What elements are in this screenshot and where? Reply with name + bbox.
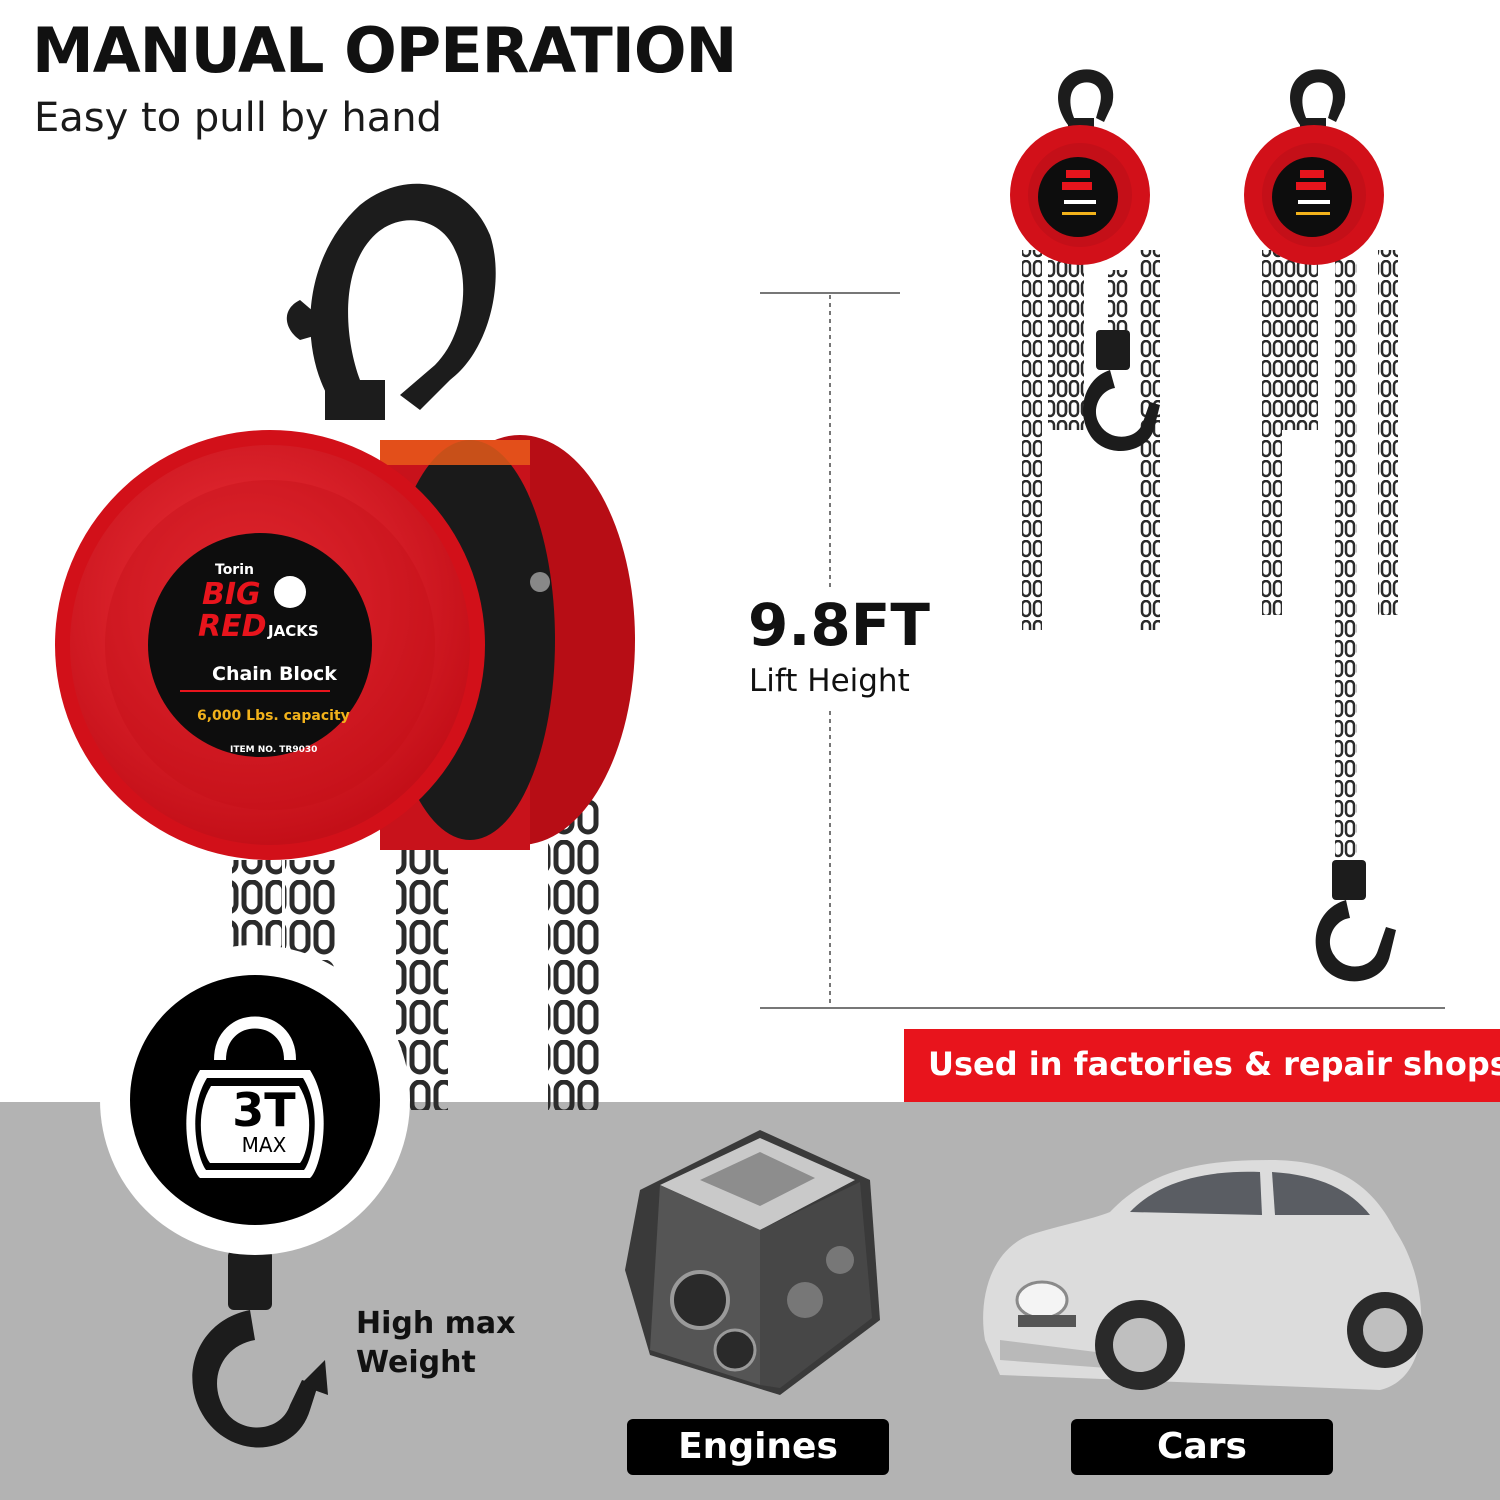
bottom-hook-icon bbox=[192, 1310, 318, 1448]
badge-value: 3T bbox=[232, 1083, 296, 1137]
usage-banner: Used in factories & repair shops bbox=[904, 1029, 1500, 1102]
mascot-arm-icon bbox=[274, 576, 306, 608]
label-product-name: Chain Block bbox=[212, 663, 337, 685]
label-brand-big1: BIG bbox=[202, 577, 261, 612]
label-brand-side: JACKS bbox=[267, 622, 319, 640]
engines-label: Engines bbox=[627, 1419, 889, 1475]
lift-height-caption: Lift Height bbox=[749, 663, 910, 699]
small-hoist-compact bbox=[1010, 69, 1160, 630]
small-hoist-extended bbox=[1244, 69, 1398, 982]
lift-height-value: 9.8FT bbox=[748, 591, 930, 659]
swivel-block bbox=[228, 1250, 272, 1310]
subheadline: Easy to pull by hand bbox=[34, 95, 442, 141]
usage-banner-text: Used in factories & repair shops bbox=[928, 1045, 1500, 1083]
top-hook-icon bbox=[310, 183, 496, 410]
brand-label-disc bbox=[148, 533, 372, 757]
feature-line-2: Weight bbox=[356, 1345, 476, 1380]
label-capacity: 6,000 Lbs. capacity bbox=[197, 708, 350, 724]
kettlebell-icon bbox=[186, 1016, 324, 1178]
car-image bbox=[983, 1160, 1423, 1390]
label-item-number: ITEM NO. TR9030 bbox=[230, 745, 317, 755]
badge-unit: MAX bbox=[241, 1133, 287, 1157]
max-weight-badge bbox=[100, 945, 410, 1255]
label-brand-big2: RED bbox=[198, 609, 267, 644]
main-hoist: Torin BIG RED JACKS Chain Block 6,000 Lb… bbox=[55, 183, 635, 1448]
label-brand-top: Torin bbox=[215, 562, 254, 578]
feature-line-1: High max bbox=[356, 1306, 516, 1341]
engine-image bbox=[625, 1130, 880, 1395]
headline: MANUAL OPERATION bbox=[32, 14, 737, 87]
lift-label-background bbox=[740, 590, 920, 708]
small-top-hook-icon bbox=[1058, 69, 1114, 125]
feature-caption: High max Weight bbox=[356, 1304, 516, 1382]
cars-label: Cars bbox=[1071, 1419, 1333, 1475]
